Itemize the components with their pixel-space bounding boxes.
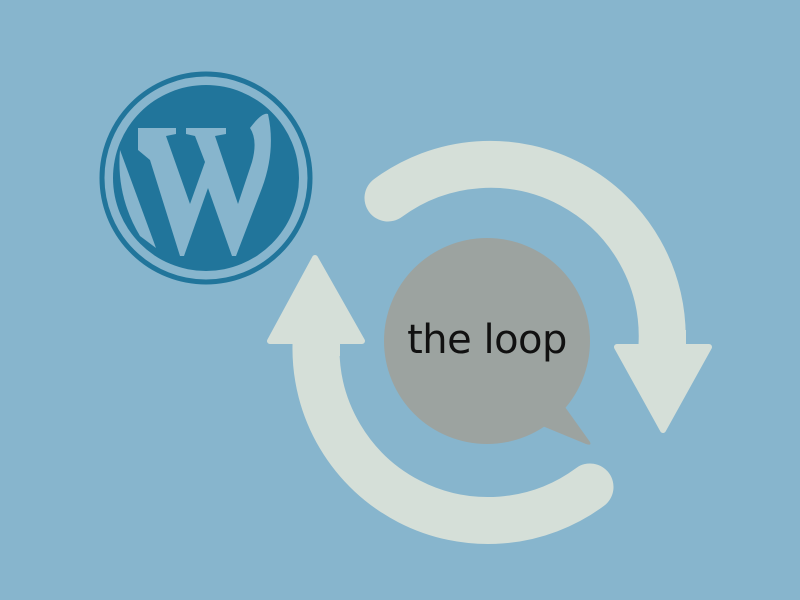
arrow-up-head (267, 255, 365, 344)
arrow-down-head (614, 344, 712, 433)
wordpress-logo-icon (99, 71, 313, 285)
speech-bubble-icon (384, 238, 591, 445)
cycle-arrows-icon (292, 140, 686, 545)
loop-title: the loop (407, 317, 567, 363)
